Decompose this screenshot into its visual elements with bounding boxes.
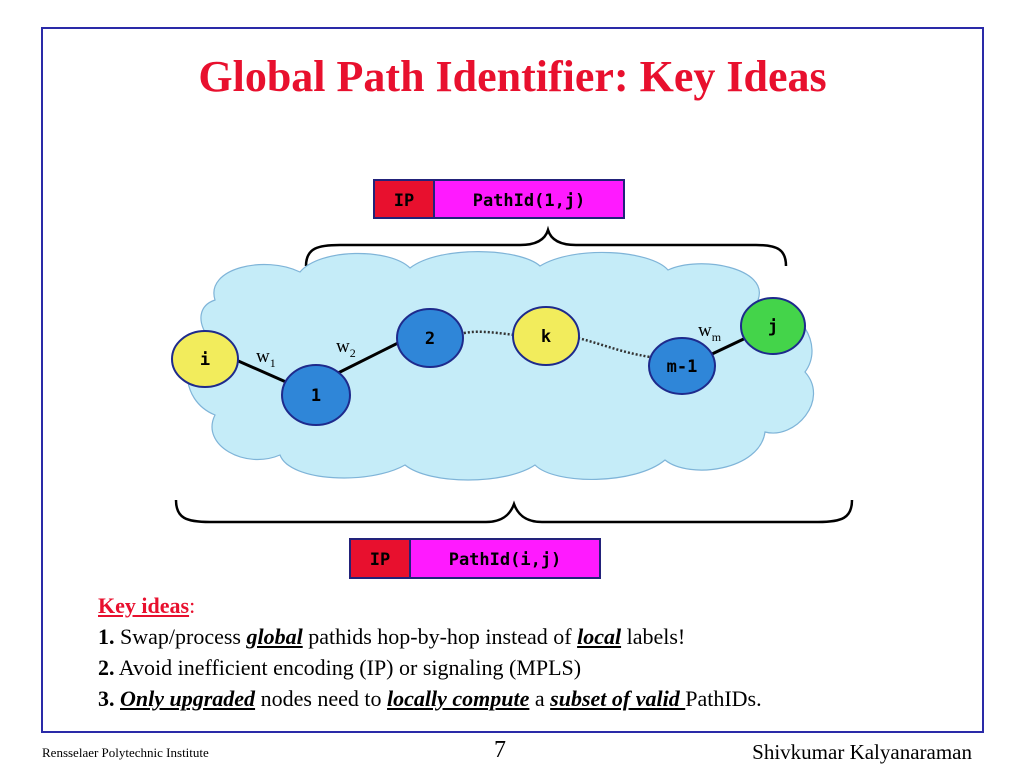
node-m-1-label: m-1 bbox=[667, 357, 698, 377]
key-idea-2: 2. Avoid inefficient encoding (IP) or si… bbox=[98, 655, 582, 680]
key-ideas-list: Key ideas: 1. Swap/process global pathid… bbox=[98, 590, 978, 714]
top-pathid-field bbox=[433, 179, 625, 219]
link-1-2 bbox=[335, 340, 401, 376]
node-1-circle bbox=[281, 364, 351, 426]
bottom-header: IP PathId(i,j) bbox=[349, 538, 601, 579]
footer-institution: Rensselaer Polytechnic Institute bbox=[42, 745, 209, 760]
node-k-circle bbox=[512, 306, 580, 366]
network-cloud bbox=[186, 251, 815, 481]
footer-author: Shivkumar Kalyanaraman bbox=[752, 740, 972, 764]
bottom-pathid-label: PathId(i,j) bbox=[449, 550, 562, 570]
node-j: j bbox=[740, 297, 806, 355]
top-header: IP PathId(1,j) bbox=[373, 179, 625, 219]
node-m-1: m-1 bbox=[648, 337, 716, 395]
key-idea-3: 3. Only upgraded nodes need to locally c… bbox=[98, 686, 762, 711]
node-i-label: i bbox=[200, 350, 210, 370]
node-2-circle bbox=[396, 308, 464, 368]
weight-w2: w2 bbox=[336, 336, 356, 360]
node-k-label: k bbox=[541, 327, 551, 347]
weight-w1: w1 bbox=[256, 346, 276, 370]
link-2-k-dotted bbox=[459, 330, 516, 337]
bottom-ip-label: IP bbox=[370, 550, 390, 570]
node-i-circle bbox=[171, 330, 239, 388]
node-1: 1 bbox=[281, 364, 351, 426]
node-j-label: j bbox=[768, 317, 778, 337]
page-number: 7 bbox=[494, 737, 506, 763]
node-2: 2 bbox=[396, 308, 464, 368]
key-ideas-heading-line: Key ideas: bbox=[98, 593, 196, 618]
top-ip-field bbox=[373, 179, 435, 219]
top-ip-label: IP bbox=[394, 191, 414, 211]
bottom-ip-field bbox=[349, 538, 411, 579]
node-j-circle bbox=[740, 297, 806, 355]
key-idea-1: 1. Swap/process global pathids hop-by-ho… bbox=[98, 624, 686, 649]
link-i-1 bbox=[235, 358, 287, 384]
bottom-pathid-field bbox=[409, 538, 601, 579]
weight-wm: wm bbox=[698, 320, 722, 344]
node-k: k bbox=[512, 306, 580, 366]
key-ideas-heading: Key ideas bbox=[98, 593, 190, 618]
top-pathid-label: PathId(1,j) bbox=[473, 191, 586, 211]
top-brace bbox=[304, 225, 788, 267]
link-k-m1-dotted bbox=[577, 336, 651, 359]
slide-title: Global Path Identifier: Key Ideas bbox=[198, 52, 827, 101]
node-i: i bbox=[171, 330, 239, 388]
node-m-1-circle bbox=[648, 337, 716, 395]
node-1-label: 1 bbox=[311, 386, 321, 406]
node-2-label: 2 bbox=[425, 329, 435, 349]
bottom-brace bbox=[174, 499, 854, 524]
